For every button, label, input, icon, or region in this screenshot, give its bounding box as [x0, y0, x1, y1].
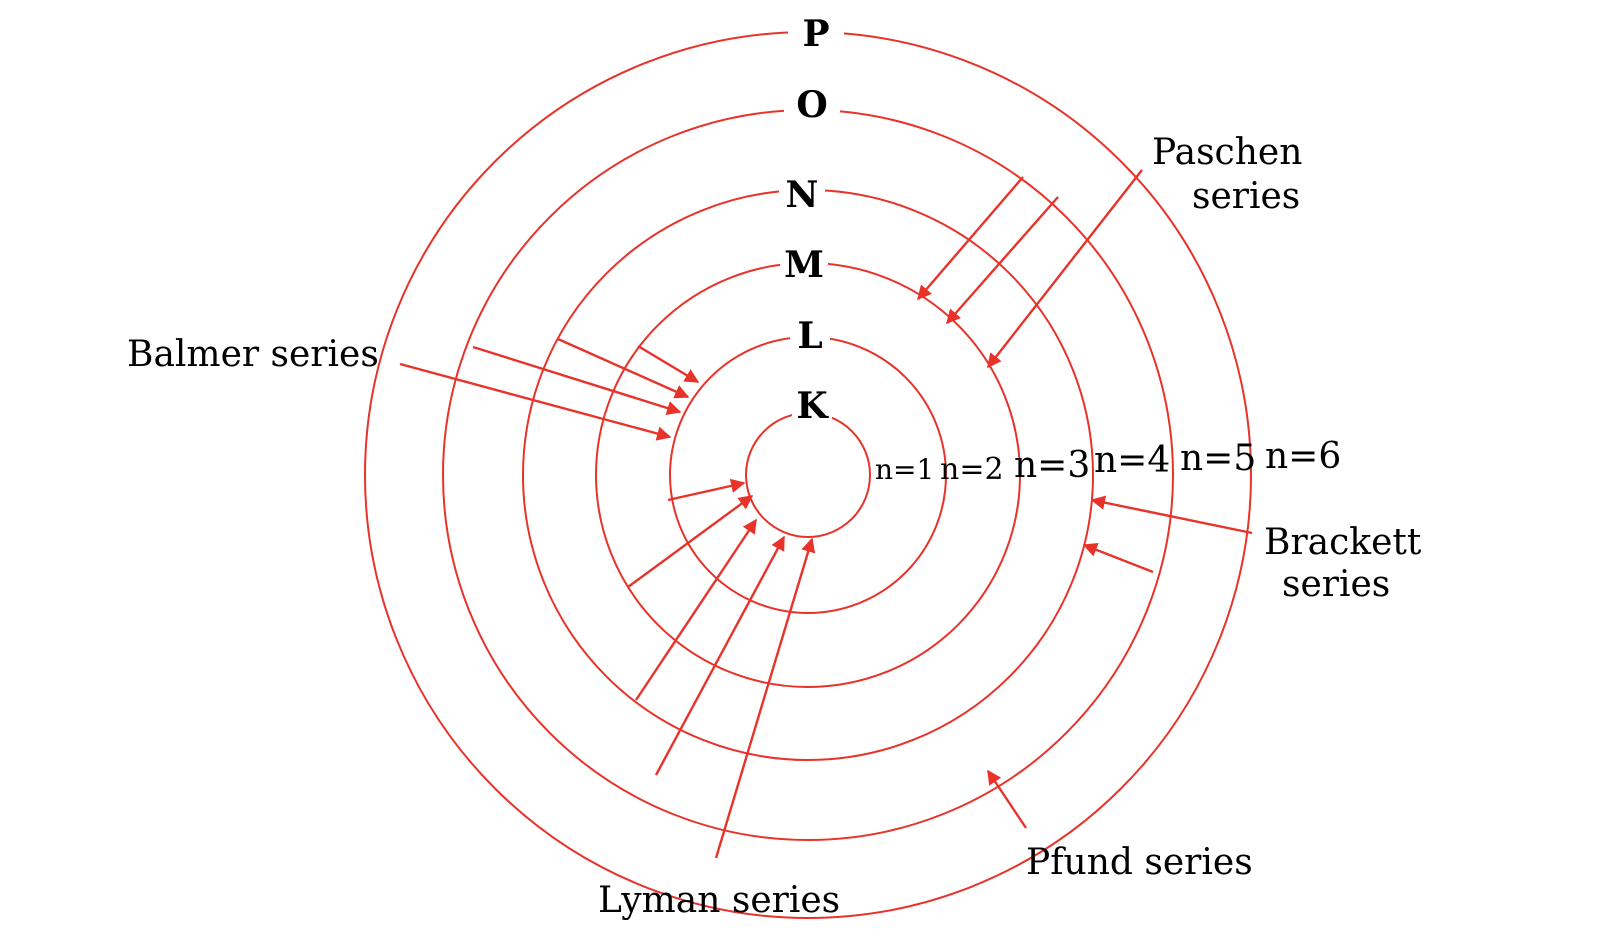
brackett-series-label-line1: Brackett: [1264, 522, 1422, 563]
level-label-n2: n=2: [940, 452, 1004, 487]
paschen-arrow-1: [917, 176, 1024, 301]
lyman-arrow-3: [635, 518, 757, 701]
balmer-series-label: Balmer series: [127, 334, 379, 375]
level-label-n1: n=1: [875, 453, 934, 486]
shell-label-o: O: [796, 84, 827, 126]
pfund-series-label: Pfund series: [1026, 842, 1253, 883]
shell-letters: P O N M L K: [784, 13, 829, 427]
paschen-series-label-line2: series: [1192, 176, 1300, 217]
paschen-series-label-line1: Paschen: [1152, 132, 1302, 173]
brackett-series-label-line2: series: [1282, 564, 1390, 605]
balmer-arrow-2: [557, 337, 690, 399]
shell-label-m: M: [784, 244, 824, 286]
label-masks: [779, 12, 844, 426]
lyman-series-label: Lyman series: [598, 880, 840, 921]
level-labels: n=1 n=2 n=3 n=4 n=5 n=6: [875, 436, 1341, 487]
level-label-n4: n=4: [1094, 440, 1170, 481]
pfund-arrow-1: [987, 769, 1027, 829]
pfund-arrows: [987, 769, 1027, 829]
paschen-arrow-3: [987, 169, 1143, 369]
brackett-arrow-2: [1082, 543, 1154, 574]
lyman-arrows: [627, 478, 816, 859]
lyman-arrow-1: [667, 478, 746, 502]
paschen-arrow-2: [946, 196, 1059, 325]
balmer-arrow-4: [399, 362, 672, 441]
shell-label-p: P: [802, 13, 829, 55]
shell-label-k: K: [796, 385, 829, 427]
level-label-n6: n=6: [1265, 436, 1341, 477]
paschen-arrows: [917, 169, 1143, 369]
orbit-n1: [745, 412, 871, 538]
lyman-arrow-2: [627, 495, 754, 588]
level-label-n3: n=3: [1014, 445, 1090, 486]
lyman-arrow-4: [654, 535, 786, 776]
balmer-arrows: [399, 337, 700, 441]
brackett-arrows: [1082, 495, 1253, 574]
balmer-arrow-3: [472, 345, 682, 415]
shell-label-n: N: [786, 174, 819, 216]
balmer-arrow-1: [637, 344, 700, 384]
lyman-arrow-5: [714, 537, 816, 859]
shell-label-l: L: [797, 315, 822, 357]
series-labels: Balmer series Paschen series Brackett se…: [127, 132, 1422, 921]
brackett-arrow-1: [1090, 495, 1253, 535]
level-label-n5: n=5: [1180, 438, 1256, 479]
